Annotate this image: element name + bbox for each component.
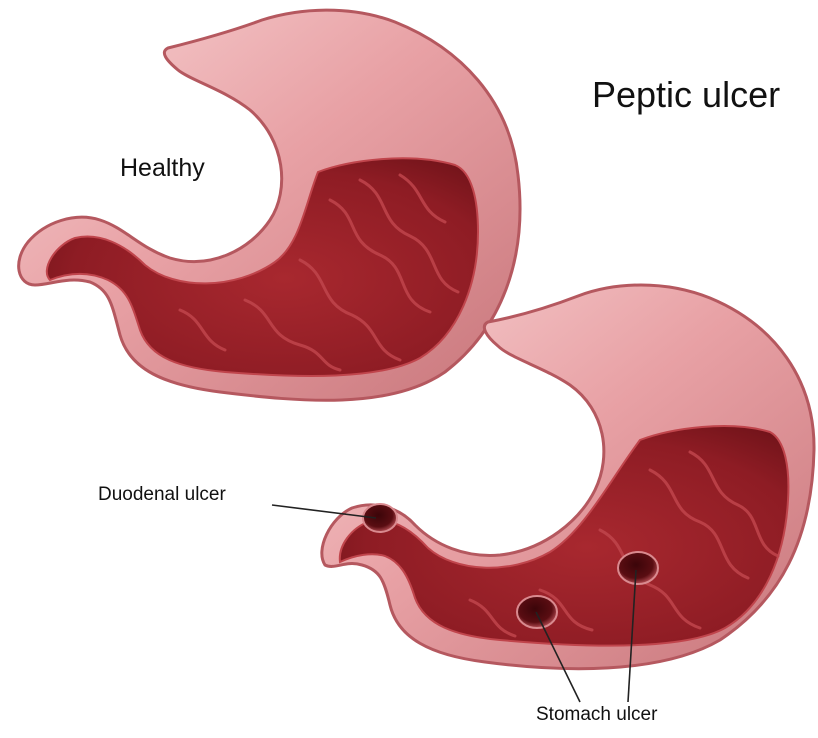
stomach-ulcer-label: Stomach ulcer bbox=[536, 704, 657, 726]
duodenal-ulcer-label: Duodenal ulcer bbox=[98, 484, 226, 506]
duodenal-ulcer-crater bbox=[363, 504, 397, 532]
stomach-ulcer-crater-1 bbox=[517, 596, 557, 628]
healthy-stomach bbox=[19, 10, 520, 400]
healthy-label: Healthy bbox=[120, 154, 205, 183]
diagram-title: Peptic ulcer bbox=[592, 74, 780, 116]
stomach-ulcer-crater-2 bbox=[618, 552, 658, 584]
